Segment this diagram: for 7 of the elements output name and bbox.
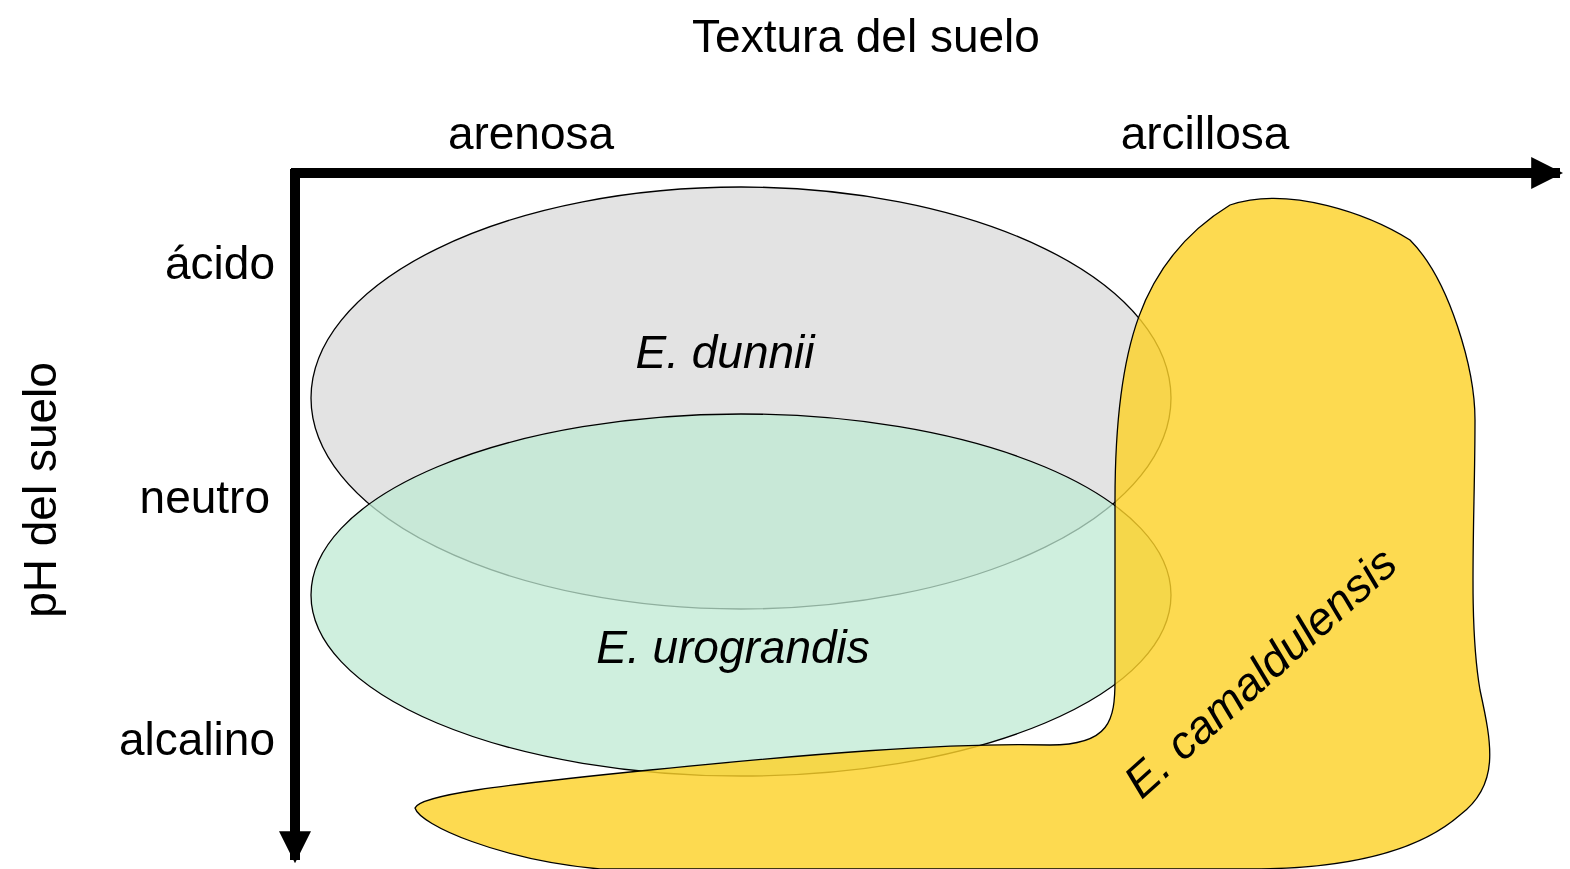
axis-category: neutro [139,474,270,520]
species-label: E. dunnii [635,329,815,375]
axis-title: Textura del suelo [692,13,1040,59]
axis-category: ácido [165,240,275,286]
axis-category: arenosa [447,110,615,156]
axis-category: arcillosa [1120,110,1290,156]
axis-category: alcalino [119,716,275,762]
